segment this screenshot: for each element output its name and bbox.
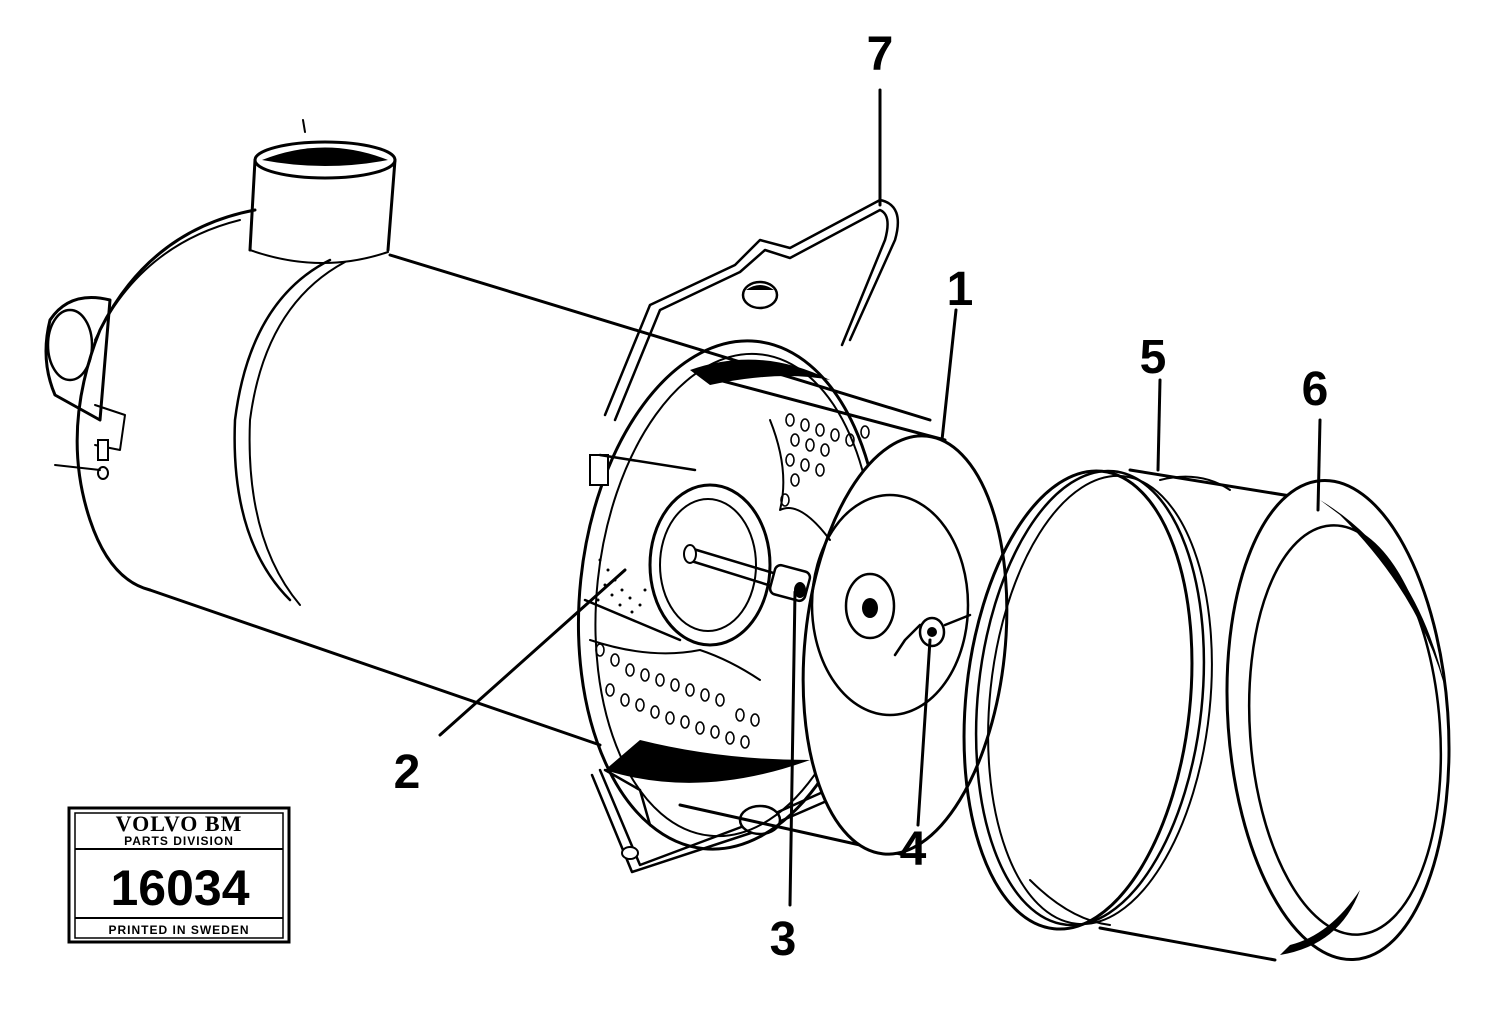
plate-division: PARTS DIVISION xyxy=(124,834,234,848)
perforation-pattern xyxy=(595,413,870,749)
plate-number: 16034 xyxy=(110,860,249,916)
callout-3: 3 xyxy=(770,913,797,966)
callout-5: 5 xyxy=(1140,331,1167,384)
callouts: 7 1 5 6 2 4 3 xyxy=(394,28,1329,966)
filter-element xyxy=(583,373,1009,857)
air-cleaner-housing xyxy=(44,119,932,747)
leader-lines xyxy=(438,88,1322,907)
plate-printed: PRINTED IN SWEDEN xyxy=(108,923,249,937)
callout-4: 4 xyxy=(900,823,927,876)
callout-2: 2 xyxy=(394,746,421,799)
cartridge-stipple xyxy=(596,558,647,614)
callout-7: 7 xyxy=(867,28,894,81)
cover-assembly xyxy=(962,468,1451,962)
plate-brand: VOLVO BM xyxy=(116,811,243,836)
callout-6: 6 xyxy=(1302,363,1329,416)
callout-1: 1 xyxy=(947,263,974,316)
parts-division-plate: VOLVO BM PARTS DIVISION 16034 PRINTED IN… xyxy=(67,806,291,944)
